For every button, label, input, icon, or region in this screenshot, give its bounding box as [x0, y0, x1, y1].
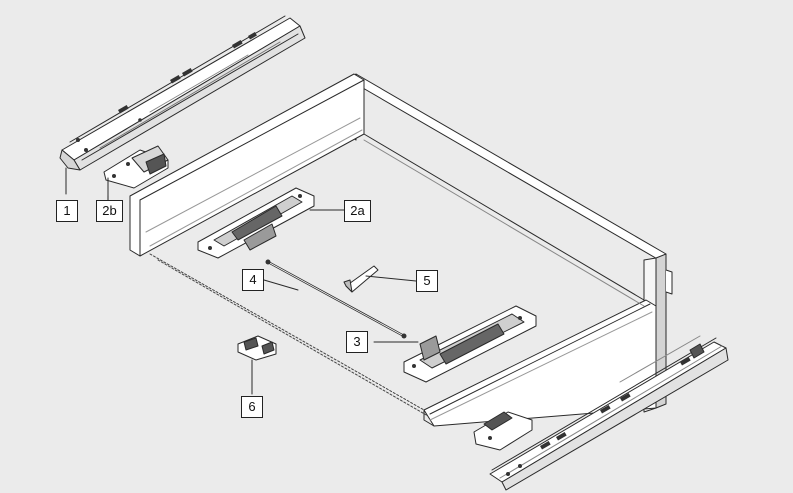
callout-6: 6	[241, 396, 263, 418]
callout-2b: 2b	[96, 200, 123, 222]
locking-device-2a	[197, 187, 345, 259]
callout-5: 5	[416, 270, 438, 292]
callout-2a: 2a	[344, 200, 371, 222]
sync-rod-4	[263, 259, 407, 339]
callout-4: 4	[242, 269, 264, 291]
right-runner	[489, 335, 729, 491]
locking-device-3	[373, 305, 537, 383]
drawer-box	[129, 73, 673, 427]
mounting-plate-2b	[103, 145, 169, 197]
callout-3: 3	[346, 331, 368, 353]
clip-5	[343, 265, 417, 293]
callout-1: 1	[56, 200, 78, 222]
right-mounting-plate	[473, 411, 533, 451]
catch-6	[237, 335, 277, 395]
left-runner	[59, 15, 306, 195]
